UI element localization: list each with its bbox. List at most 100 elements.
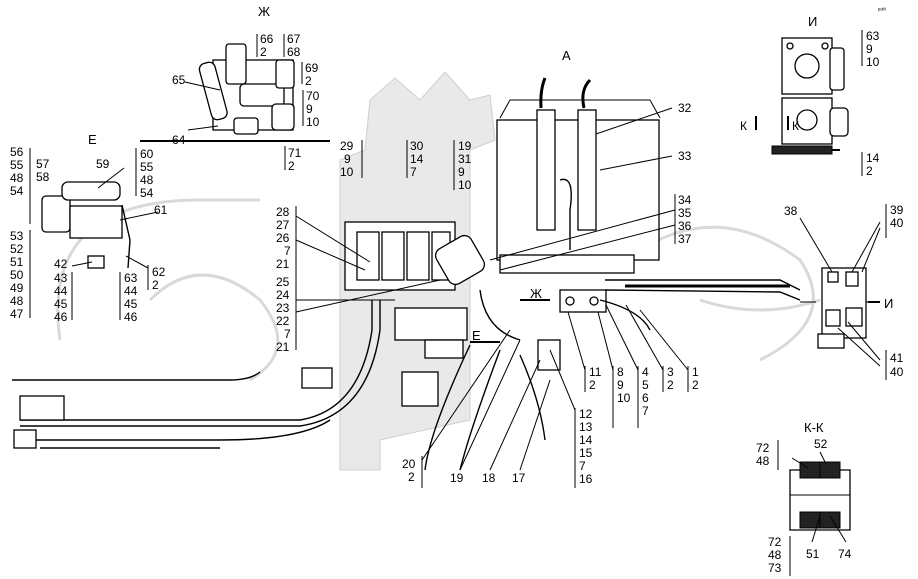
callout-52: 52 (10, 242, 24, 256)
leader (71, 261, 93, 267)
callout-69b: 2 (305, 74, 312, 88)
valve-fitting (239, 83, 285, 107)
valve-fitting (434, 234, 486, 286)
valve-nut (233, 117, 259, 135)
callout-29c: 10 (340, 165, 354, 179)
view-e (41, 181, 131, 269)
pipe (459, 349, 501, 471)
callout-66: 66 (260, 32, 274, 46)
view-e-label: Е (88, 132, 97, 147)
callout-62b: 2 (152, 278, 159, 292)
callout-14: 14 (866, 151, 880, 165)
callout-49: 49 (10, 281, 24, 295)
leader (499, 224, 676, 271)
leader (851, 221, 881, 273)
callout-44: 44 (54, 284, 68, 298)
pipe (424, 344, 471, 471)
view-arrows (470, 116, 880, 343)
callout-11b: 2 (589, 378, 596, 392)
tank-top (499, 99, 661, 119)
callout-19: 19 (458, 139, 472, 153)
leader (184, 81, 221, 91)
callout-7b: 7 (284, 327, 291, 341)
left-end-fitting (13, 429, 37, 449)
clamp (87, 255, 105, 269)
valve-section (406, 231, 430, 281)
callout-71: 71 (288, 146, 302, 160)
callout-20b: 2 (408, 470, 415, 484)
fitting (845, 307, 863, 327)
callout-44b: 44 (124, 284, 138, 298)
view-a (496, 77, 661, 274)
section-kk (789, 461, 851, 531)
callout-18: 18 (482, 471, 496, 485)
callout-26: 26 (276, 231, 290, 245)
callout-30c: 7 (410, 165, 417, 179)
callout-57: 57 (36, 157, 50, 171)
callout-20: 20 (402, 457, 416, 471)
callout-34: 34 (678, 193, 692, 207)
callout-30: 30 (410, 139, 424, 153)
callout-1: 1 (692, 365, 699, 379)
fitting (845, 271, 859, 287)
callout-69: 69 (305, 61, 319, 75)
leader (861, 227, 881, 273)
callout-63d: 63 (124, 271, 138, 285)
callout-15: 15 (579, 446, 593, 460)
callout-37: 37 (678, 232, 692, 246)
port (565, 296, 575, 306)
section-nut (819, 461, 841, 479)
callout-73: 73 (768, 561, 782, 575)
callout-35: 35 (678, 206, 692, 220)
leader (829, 515, 847, 543)
view-a-label: А (562, 48, 571, 63)
callout-32: 32 (678, 101, 692, 115)
pipe (599, 299, 651, 331)
leader (811, 515, 821, 543)
leader (819, 451, 827, 465)
callout-48c: 48 (10, 294, 24, 308)
left-valve (69, 205, 123, 239)
leader (549, 349, 576, 411)
callout-54a: 54 (10, 184, 24, 198)
callout-16: 16 (579, 472, 593, 486)
view-zh-label: Ж (258, 4, 270, 19)
leader (599, 155, 673, 171)
callout-66b: 2 (260, 45, 267, 59)
callout-48e: 48 (768, 548, 782, 562)
callout-45b: 45 (124, 297, 138, 311)
bracket (301, 367, 333, 389)
leader (519, 379, 551, 471)
watermark-stroke (148, 273, 280, 382)
callout-48b: 48 (140, 173, 154, 187)
leader (119, 211, 159, 221)
callout-39: 39 (890, 203, 904, 217)
left-hose (61, 181, 121, 201)
callout-29: 29 (340, 139, 354, 153)
callout-55b: 55 (140, 160, 154, 174)
callout-60: 60 (140, 147, 154, 161)
left-fitting (41, 195, 71, 233)
callout-48d: 48 (756, 454, 770, 468)
lower-pipes (12, 289, 651, 471)
callout-40b: 40 (890, 365, 904, 379)
callout-19d: 19 (450, 471, 464, 485)
callout-62: 62 (152, 265, 166, 279)
view-i-label: И (808, 14, 817, 29)
callout-45: 45 (54, 297, 68, 311)
valve-nut (271, 103, 295, 131)
valve-block-cylinder (225, 43, 247, 85)
valve-fitting (275, 59, 295, 89)
callout-7d: 7 (579, 459, 586, 473)
callout-72b: 72 (768, 535, 782, 549)
leader (799, 217, 833, 273)
callout-41: 41 (890, 351, 904, 365)
callout-3b: 2 (667, 378, 674, 392)
callout-28: 28 (276, 205, 290, 219)
callout-52b: 52 (814, 437, 828, 451)
callout-19c: 10 (458, 178, 472, 192)
breather-hose (581, 78, 592, 109)
callout-46: 46 (54, 310, 68, 324)
callout-24: 24 (276, 288, 290, 302)
fitting (827, 271, 839, 283)
